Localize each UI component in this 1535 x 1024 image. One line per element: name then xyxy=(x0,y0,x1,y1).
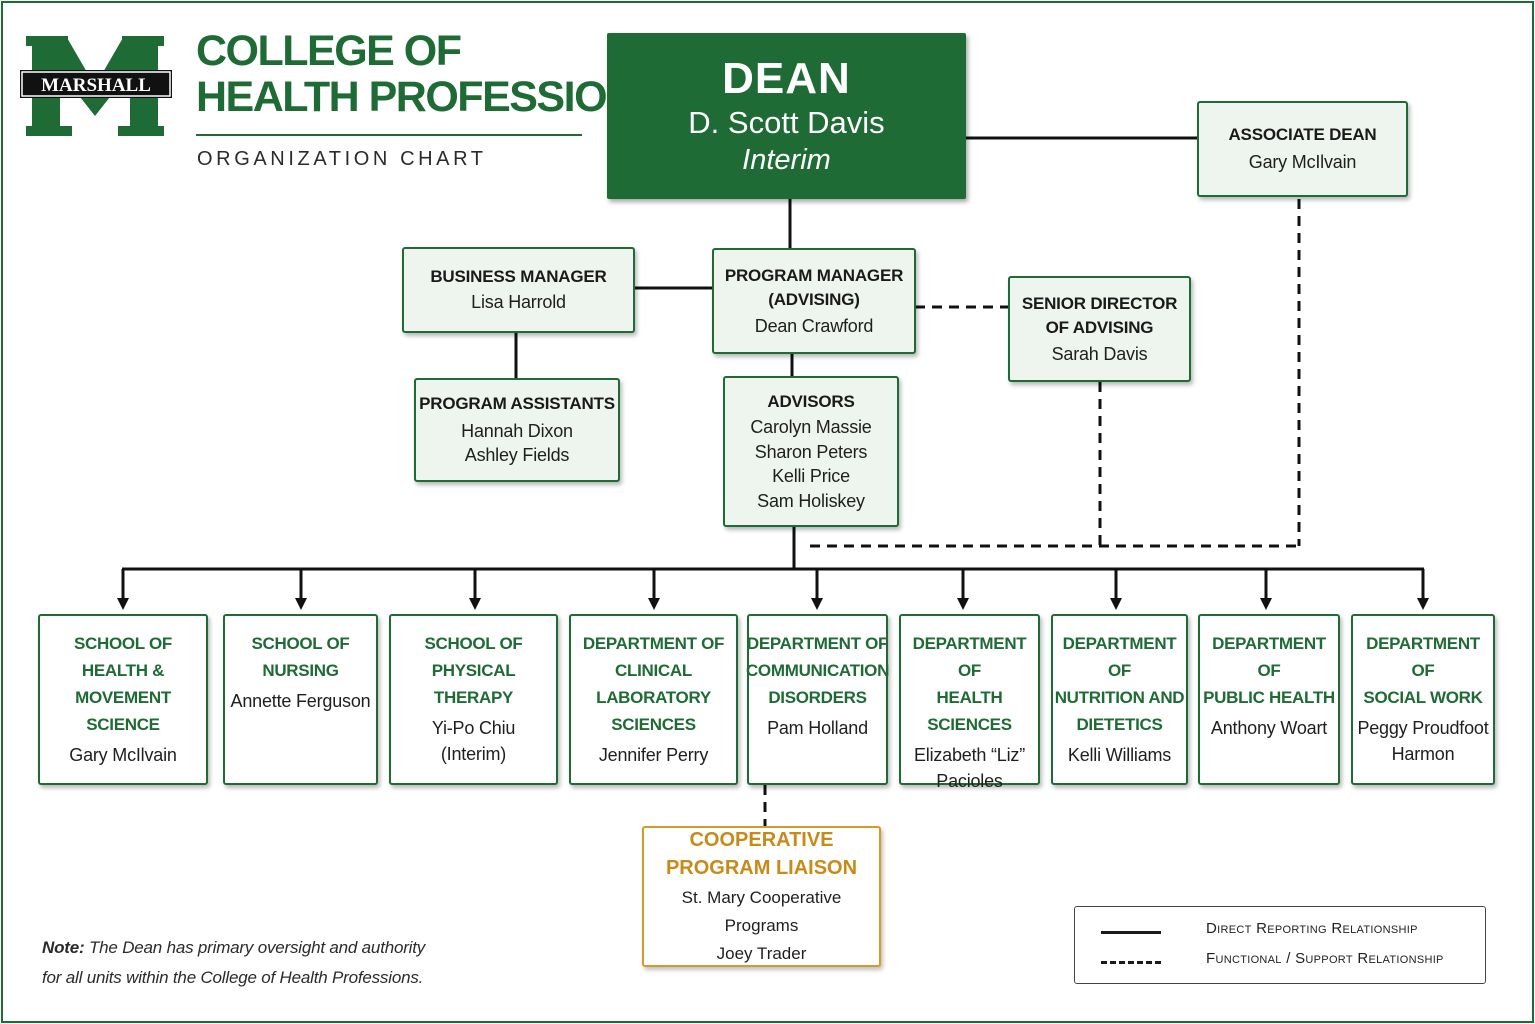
unit-title: SCHOOL OF NURSING xyxy=(251,634,350,680)
dashed-line-swatch xyxy=(1101,961,1161,964)
unit-box-health-movement-science: SCHOOL OF HEALTH & MOVEMENT SCIENCE Gary… xyxy=(38,614,208,785)
program-assistants-box: PROGRAM ASSISTANTS Hannah Dixon Ashley F… xyxy=(414,378,620,482)
associate-dean-box: ASSOCIATE DEAN Gary McIlvain xyxy=(1197,101,1408,197)
dean-name: D. Scott Davis xyxy=(688,105,885,140)
unit-title: SCHOOL OF PHYSICAL THERAPY xyxy=(424,634,523,707)
unit-box-nutrition-dietetics: DEPARTMENT OF NUTRITION AND DIETETICS Ke… xyxy=(1051,614,1188,785)
legend-functional-label: Functional / Support Relationship xyxy=(1206,950,1444,967)
note-text: The Dean has primary oversight and autho… xyxy=(42,938,426,987)
senior-director-title: SENIOR DIRECTOR xyxy=(1021,294,1178,313)
associate-dean-title: ASSOCIATE DEAN xyxy=(1228,125,1377,145)
cooperative-liaison-box: COOPERATIVE PROGRAM LIAISON St. Mary Coo… xyxy=(642,826,881,967)
college-title: COLLEGE OF HEALTH PROFESSIONS xyxy=(196,27,664,121)
unit-title: DEPARTMENT OF PUBLIC HEALTH xyxy=(1203,634,1335,707)
unit-title: SCHOOL OF HEALTH & MOVEMENT SCIENCE xyxy=(73,634,173,734)
unit-box-health-sciences: DEPARTMENT OF HEALTH SCIENCES Elizabeth … xyxy=(899,614,1040,791)
m-logo-icon xyxy=(20,36,172,136)
liaison-name: Joey Trader xyxy=(716,943,807,963)
chart-subtitle: ORGANIZATION CHART xyxy=(197,148,487,170)
dean-status: Interim xyxy=(742,144,831,176)
program-assistants-title: PROGRAM ASSISTANTS xyxy=(419,394,615,414)
program-manager-box: PROGRAM MANAGER (ADVISING) Dean Crawford xyxy=(712,248,916,354)
legend-row-functional: Functional / Support Relationship xyxy=(1075,950,1485,972)
logo-wordmark: MARSHALL xyxy=(41,75,151,96)
unit-title: DEPARTMENT OF HEALTH SCIENCES xyxy=(912,634,1027,734)
legend-row-direct: Direct Reporting Relationship xyxy=(1075,920,1485,942)
program-assistant-name: Ashley Fields xyxy=(464,445,570,466)
unit-box-physical-therapy: SCHOOL OF PHYSICAL THERAPY Yi-Po Chiu (I… xyxy=(389,614,558,785)
advisor-name: Kelli Price xyxy=(772,466,850,487)
solid-line-swatch xyxy=(1101,931,1161,934)
unit-box-public-health: DEPARTMENT OF PUBLIC HEALTH Anthony Woar… xyxy=(1198,614,1340,785)
dean-title: DEAN xyxy=(722,54,851,103)
senior-director-name: Sarah Davis xyxy=(1051,343,1148,364)
unit-title: DEPARTMENT OF NUTRITION AND DIETETICS xyxy=(1054,634,1185,734)
unit-head: Elizabeth “Liz” Pacioles xyxy=(913,745,1026,791)
legend-direct-label: Direct Reporting Relationship xyxy=(1206,920,1418,937)
unit-title: DEPARTMENT OF SOCIAL WORK xyxy=(1363,634,1483,707)
associate-dean-name: Gary McIlvain xyxy=(1248,152,1357,173)
unit-drop-arrows xyxy=(117,569,1429,610)
unit-box-nursing: SCHOOL OF NURSING Annette Ferguson xyxy=(223,614,378,785)
unit-head: Peggy Proudfoot Harmon xyxy=(1357,718,1489,764)
liaison-org: St. Mary Cooperative Programs xyxy=(681,887,842,935)
advisor-name: Sam Holiskey xyxy=(757,490,865,511)
legend: Direct Reporting Relationship Functional… xyxy=(1074,906,1486,984)
title-divider xyxy=(196,134,582,136)
unit-head: Jennifer Perry xyxy=(598,745,709,765)
unit-head: Pam Holland xyxy=(767,718,868,738)
senior-director-box: SENIOR DIRECTOR OF ADVISING Sarah Davis xyxy=(1008,276,1191,382)
footnote: Note: The Dean has primary oversight and… xyxy=(42,933,425,993)
unit-title: DEPARTMENT OF CLINICAL LABORATORY SCIENC… xyxy=(582,634,725,734)
unit-head: Yi-Po Chiu (Interim) xyxy=(431,718,516,764)
advisors-title: ADVISORS xyxy=(767,391,855,411)
marshall-logo: MARSHALL xyxy=(20,36,172,136)
program-manager-title: PROGRAM MANAGER xyxy=(724,266,904,285)
program-assistant-name: Hannah Dixon xyxy=(461,420,573,441)
program-manager-name: Dean Crawford xyxy=(754,315,874,336)
business-manager-box: BUSINESS MANAGER Lisa Harrold xyxy=(402,247,635,333)
unit-box-social-work: DEPARTMENT OF SOCIAL WORK Peggy Proudfoo… xyxy=(1351,614,1495,785)
senior-director-subtitle: OF ADVISING xyxy=(1045,318,1154,338)
unit-head: Anthony Woart xyxy=(1210,718,1328,738)
note-label: Note: xyxy=(42,938,85,957)
unit-box-communication-disorders: DEPARTMENT OF COMMUNICATION DISORDERS Pa… xyxy=(745,614,890,785)
program-manager-subtitle: (ADVISING) xyxy=(768,290,860,310)
unit-head: Annette Ferguson xyxy=(230,691,371,711)
advisor-name: Sharon Peters xyxy=(754,441,868,462)
unit-head: Gary McIlvain xyxy=(69,745,177,765)
business-manager-name: Lisa Harrold xyxy=(471,292,566,313)
unit-box-clinical-laboratory-sciences: DEPARTMENT OF CLINICAL LABORATORY SCIENC… xyxy=(569,614,738,785)
business-manager-title: BUSINESS MANAGER xyxy=(430,267,607,287)
liaison-title: COOPERATIVE PROGRAM LIAISON xyxy=(665,828,858,879)
advisor-name: Carolyn Massie xyxy=(750,417,872,438)
advisors-box: ADVISORS Carolyn Massie Sharon Peters Ke… xyxy=(723,376,899,527)
unit-head: Kelli Williams xyxy=(1067,745,1172,765)
unit-title: DEPARTMENT OF COMMUNICATION DISORDERS xyxy=(745,634,890,707)
dean-box: DEAN D. Scott Davis Interim xyxy=(607,33,966,199)
